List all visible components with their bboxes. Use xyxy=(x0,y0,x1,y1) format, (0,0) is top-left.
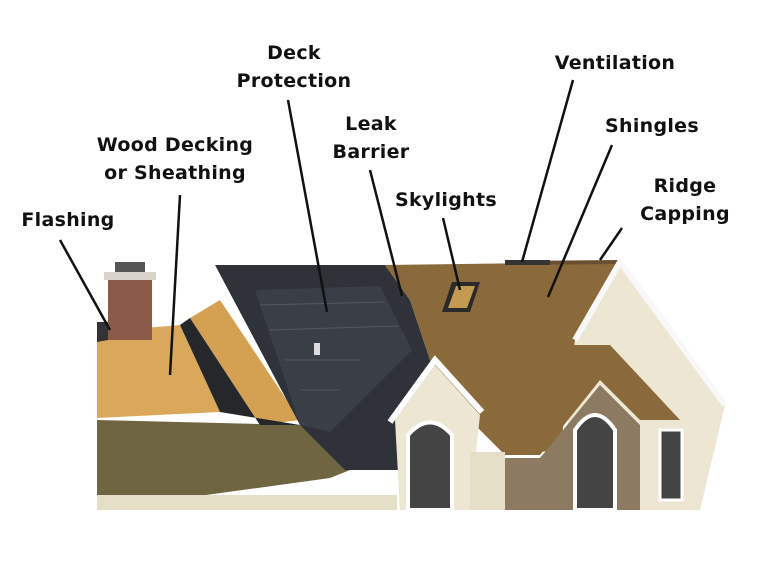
label-flashing: Flashing xyxy=(8,206,128,234)
gutter xyxy=(470,452,505,510)
flashing xyxy=(97,322,108,342)
chimney-top xyxy=(115,262,145,272)
label-skylights: Skylights xyxy=(381,186,511,214)
leader-flashing xyxy=(58,239,112,331)
leader-wood-decking xyxy=(168,194,182,376)
leader-lines xyxy=(58,79,624,376)
label-line: Barrier xyxy=(332,141,410,163)
window-right xyxy=(658,428,684,502)
vent-pipe xyxy=(314,343,320,355)
label-line: Skylights xyxy=(395,189,497,211)
label-line: Shingles xyxy=(605,115,699,137)
chimney xyxy=(108,278,152,340)
deck-protection-panel xyxy=(255,286,412,432)
label-ventilation: Ventilation xyxy=(540,49,690,77)
label-line: Ridge xyxy=(653,175,717,197)
label-wood-decking: Wood Decking or Sheathing xyxy=(70,131,280,187)
label-line: Ventilation xyxy=(554,52,676,74)
dormer-trim xyxy=(387,355,485,424)
dormer-window xyxy=(406,420,454,512)
leader-leak-barrier xyxy=(368,169,404,297)
label-deck-protection: Deck Protection xyxy=(214,39,374,95)
label-ridge-capping: Ridge Capping xyxy=(630,172,740,228)
leader-shingles xyxy=(546,144,614,298)
leak-barrier-strip xyxy=(180,318,300,425)
lower-gable-roof xyxy=(505,345,680,455)
label-line: Capping xyxy=(640,203,730,225)
skylight-glass xyxy=(448,286,475,308)
label-leak-barrier: Leak Barrier xyxy=(321,110,421,166)
leader-ridge-capping xyxy=(598,227,624,261)
wood-decking-gable xyxy=(190,300,300,425)
chimney-cap xyxy=(104,272,156,280)
leader-skylights xyxy=(441,217,462,291)
ridge-vent xyxy=(505,260,550,265)
lower-wall xyxy=(97,495,397,510)
leader-deck-protection xyxy=(286,99,329,313)
leader-ventilation xyxy=(520,79,575,263)
label-shingles: Shingles xyxy=(592,112,712,140)
gable-trim xyxy=(572,256,728,407)
arched-window xyxy=(573,413,617,512)
label-line: Leak xyxy=(345,113,397,135)
label-line: Wood Decking xyxy=(96,134,254,156)
label-line: Flashing xyxy=(21,209,115,231)
lower-shingle-roof xyxy=(97,420,350,510)
label-line: Deck xyxy=(267,42,321,64)
label-line: Protection xyxy=(236,70,352,92)
wood-decking xyxy=(97,325,220,418)
label-line: or Sheathing xyxy=(104,162,246,184)
